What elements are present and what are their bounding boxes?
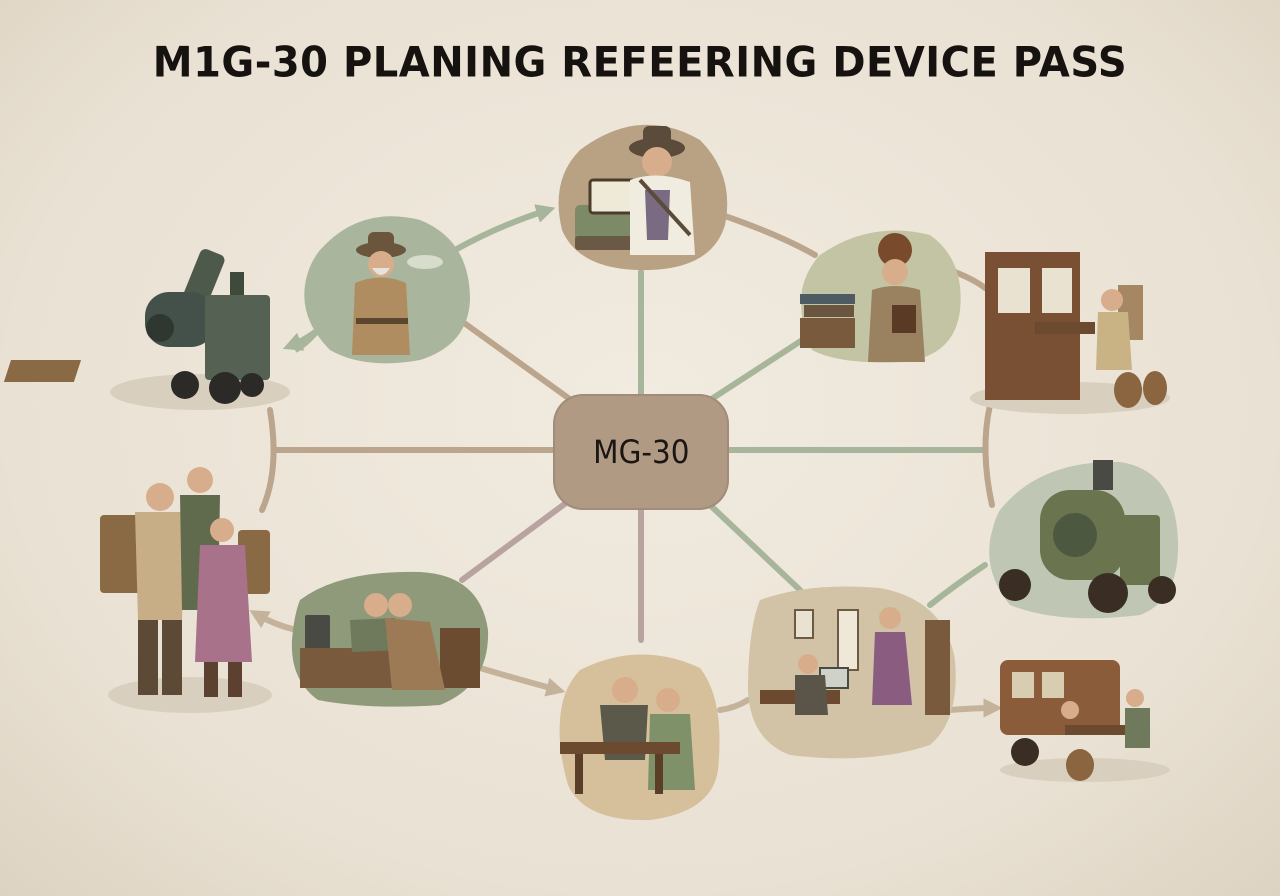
node-upper-left [293,216,470,364]
connector-clerks-soldiers [249,610,299,633]
connector-ur-desk [952,269,988,291]
connector-office-engine [927,562,988,608]
connector-right-arc [982,402,995,508]
hub-node: MG-30 [553,394,729,510]
steam-engine-icon [999,460,1176,613]
node-bottom [559,654,720,821]
node-far-right-mid [989,460,1179,619]
diagram-title: M1G-30 PLANING REFEERING DEVICE PASS [152,38,1128,88]
woman-with-book-icon [800,233,925,362]
wagon-workshop-icon [1000,660,1150,781]
connector-clerks-couple [467,662,566,697]
officer-in-greatcoat-icon [352,232,410,355]
node-lower-right [748,586,956,759]
typewriter-operator-icon [575,126,695,255]
spoke-lower-left [459,497,573,583]
node-far-left-top [3,249,290,410]
node-far-right-bottom [1000,660,1170,782]
hub-label: MG-30 [592,433,690,471]
spoke-lower-right [707,502,803,593]
connector-top-ur [719,212,818,258]
clerks-at-desk-icon [300,593,480,690]
soldiers-with-woman-icon [100,467,270,697]
spokes [272,269,988,643]
spoke-upper-left [457,317,588,413]
node-upper-right [800,230,961,363]
writing-desk-icon [985,252,1167,408]
steam-locomotive-icon [3,249,270,404]
office-workers-icon [760,607,950,715]
node-far-right-top [970,252,1170,414]
node-top [558,124,728,271]
connector-ul-top [452,204,556,253]
connector-office-wagon [947,698,1003,718]
connector-left-arc [259,407,277,513]
connector-couple-office [717,697,751,713]
node-lower-left [291,571,489,707]
couple-at-table-icon [560,677,695,794]
spoke-upper-right [707,332,813,403]
node-far-left-mid [100,467,272,713]
